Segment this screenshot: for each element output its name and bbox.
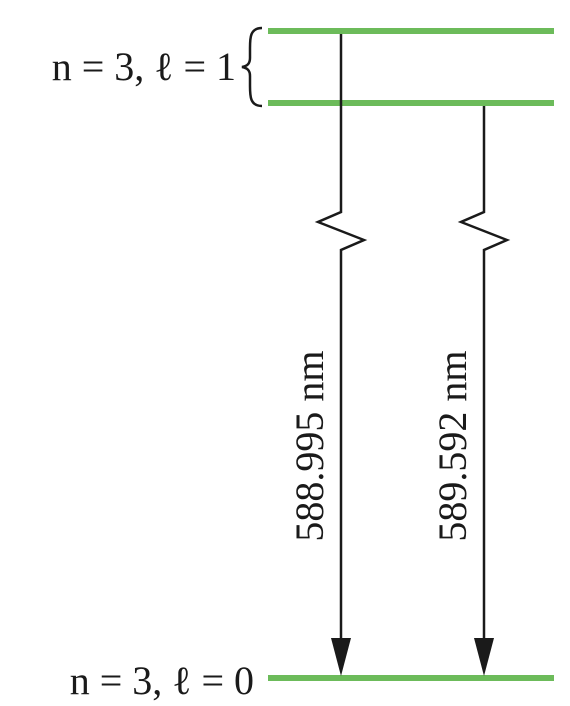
transition-arrow-2 <box>457 106 511 676</box>
transition-2-wavelength-label: 589.592 nm <box>430 350 475 541</box>
arrowhead-icon <box>474 638 494 676</box>
transition-arrow-2-line <box>457 106 511 640</box>
transition-1-wavelength-label: 588.995 nm <box>287 350 332 541</box>
transition-arrow-1-line <box>314 34 368 640</box>
lower-level-label: n = 3, ℓ = 0 <box>70 658 254 703</box>
upper-level-label: n = 3, ℓ = 1 <box>52 44 236 89</box>
transition-arrow-1 <box>314 34 368 676</box>
upper-level-brace <box>241 26 263 108</box>
arrowhead-icon <box>331 638 351 676</box>
